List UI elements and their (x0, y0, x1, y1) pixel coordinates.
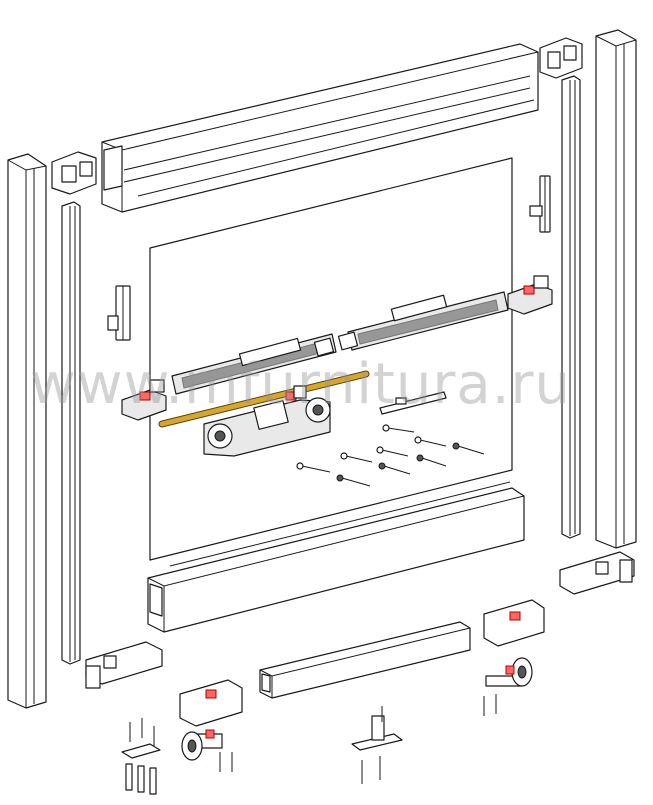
bottom-guide-rail (259, 621, 471, 699)
soft-close-damper-left (171, 333, 337, 395)
right-vertical-profile (595, 29, 637, 549)
top-rail-profile (101, 43, 539, 213)
screw-set (296, 424, 485, 487)
hex-key-large (422, 360, 475, 386)
flat-mounting-plate (379, 391, 447, 415)
door-stopper (107, 285, 131, 341)
right-glazing-strip (561, 75, 581, 539)
connecting-rod (158, 370, 370, 428)
screw-cluster-left (121, 718, 161, 795)
bottom-roller-cover-right (483, 599, 545, 647)
top-right-corner-connector (539, 37, 583, 79)
bottom-roller-cover-left (179, 679, 243, 727)
bottom-roller-right (485, 657, 533, 687)
glass-door-panel (149, 157, 513, 561)
screw-pair-roller (219, 752, 233, 772)
door-latch (529, 175, 551, 233)
soft-close-damper-right (337, 291, 509, 351)
damper-activator-left (121, 379, 167, 421)
bottom-glass-profile (147, 481, 525, 633)
floor-guide (351, 715, 403, 751)
screw-cluster-right (483, 694, 497, 716)
left-vertical-profile (7, 153, 47, 709)
bottom-right-corner-connector (559, 551, 635, 595)
left-glazing-strip (61, 201, 81, 665)
bottom-left-corner-connector (85, 641, 163, 689)
bottom-roller-left (181, 729, 223, 761)
damper-activator-right (507, 275, 553, 315)
top-left-corner-connector (51, 151, 97, 195)
top-roller-carriage (203, 385, 331, 457)
hex-key-small (460, 378, 493, 396)
screw-cluster-center (361, 706, 383, 784)
